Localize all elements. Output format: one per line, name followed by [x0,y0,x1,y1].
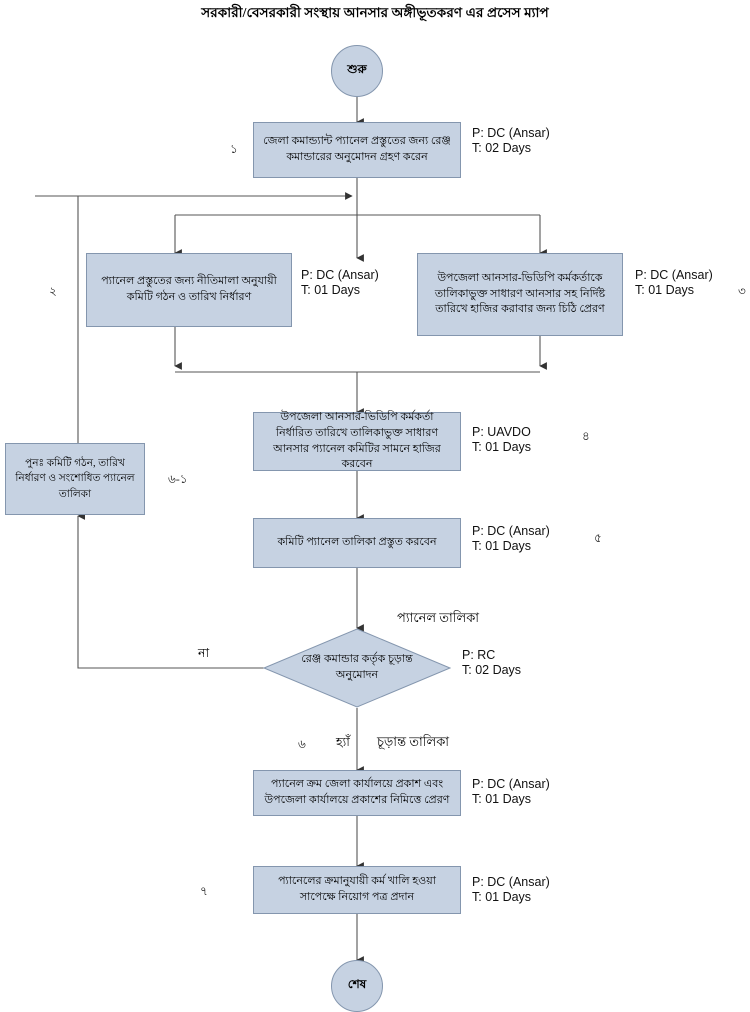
process-2-performer: P: DC (Ansar) [301,268,379,282]
process-box-1[interactable]: জেলা কমান্ড্যান্ট প্যানেল প্রস্তুতের জন্… [253,122,461,178]
process-1-performer: P: DC (Ansar) [472,126,550,140]
process-box-8[interactable]: প্যানেলের ক্রমানুযায়ী কর্ম খালি হওয়া স… [253,866,461,914]
process-box-4[interactable]: উপজেলা আনসার-ভিডিপি কর্মকর্তা নির্ধারিত … [253,410,461,471]
process-5-performer: P: DC (Ansar) [472,524,550,538]
process-8-time: T: 01 Days [472,890,532,904]
process-box-3-text: উপজেলা আনসার-ভিডিপি কর্মকর্তাকে তালিকাভু… [434,271,606,316]
process-box-3[interactable]: উপজেলা আনসার-ভিডিপি কর্মকর্তাকে তালিকাভু… [417,253,623,336]
process-4-time: T: 01 Days [472,440,532,454]
process-7-time: T: 01 Days [472,792,532,806]
process-box-6-1[interactable]: পুনঃ কমিটি গঠন, তারিখ নির্ধারণ ও সংশোধিত… [5,443,145,515]
decision-input-label: প্যানেল তালিকা [397,610,480,625]
process-3-performer: P: DC (Ansar) [635,268,713,282]
process-box-5[interactable]: কমিটি প্যানেল তালিকা প্রস্তুত করবেন [253,518,461,568]
end-label: শেষ [347,977,367,991]
decision-text: রেঞ্জ কমান্ডার কর্তৃক চূড়ান্ত অনুমোদন [301,653,413,681]
process-box-4-text: উপজেলা আনসার-ভিডিপি কর্মকর্তা নির্ধারিত … [273,410,441,471]
process-2-time: T: 01 Days [301,283,361,297]
step-number-1: ১ [230,142,238,156]
step-number-5: ৫ [594,531,602,545]
process-box-2-text: প্যানেল প্রস্তুতের জন্য নীতিমালা অনুযায়… [101,275,277,303]
process-box-5-text: কমিটি প্যানেল তালিকা প্রস্তুত করবেন [277,536,437,549]
process-box-7-text: প্যানেল ক্রম জেলা কার্যালয়ে প্রকাশ এবং … [264,778,450,806]
step-number-7: ৭ [200,884,208,898]
process-5-time: T: 01 Days [472,539,532,553]
process-1-time: T: 02 Days [472,141,532,155]
process-4-performer: P: UAVDO [472,425,531,439]
step-number-2: ২ [49,284,57,298]
process-8-performer: P: DC (Ansar) [472,875,550,889]
decision-no-label: না [198,646,210,660]
decision-performer: P: RC [462,648,496,662]
page-title: সরকারী/বেসরকারী সংস্থায় আনসার অঙ্গীভূতক… [201,5,549,20]
end-terminator[interactable]: শেষ [331,960,383,1012]
start-terminator[interactable]: শুরু [331,45,383,97]
process-box-2[interactable]: প্যানেল প্রস্তুতের জন্য নীতিমালা অনুযায়… [86,253,292,327]
decision-yes-label: হ্যাঁ [336,735,350,749]
decision-shape [263,628,451,708]
start-label: শুরু [347,62,367,76]
process-box-7[interactable]: প্যানেল ক্রম জেলা কার্যালয়ে প্রকাশ এবং … [253,770,461,816]
final-list-label: চূড়ান্ত তালিকা [377,734,450,749]
decision-diamond[interactable]: রেঞ্জ কমান্ডার কর্তৃক চূড়ান্ত অনুমোদন [263,628,451,708]
step-number-4: ৪ [582,429,590,443]
decision-time: T: 02 Days [462,663,522,677]
step-number-6-1: ৬-১ [168,472,188,486]
process-7-performer: P: DC (Ansar) [472,777,550,791]
step-number-6: ৬ [298,737,306,751]
process-box-8-text: প্যানেলের ক্রমানুযায়ী কর্ম খালি হওয়া স… [278,875,436,903]
process-3-time: T: 01 Days [635,283,695,297]
step-number-3: ৩ [738,284,746,298]
process-box-1-text: জেলা কমান্ড্যান্ট প্যানেল প্রস্তুতের জন্… [263,135,451,163]
process-box-6-1-text: পুনঃ কমিটি গঠন, তারিখ নির্ধারণ ও সংশোধিত… [15,458,135,500]
